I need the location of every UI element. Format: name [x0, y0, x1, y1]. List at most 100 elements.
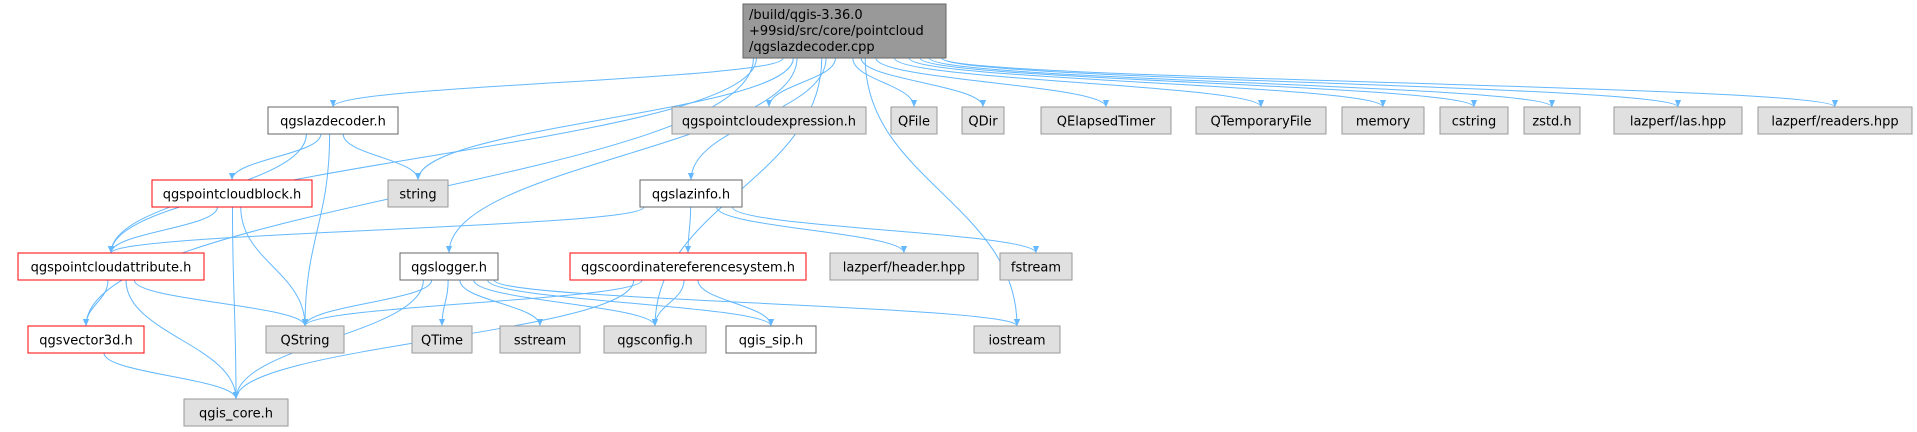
iostream-label: iostream	[988, 334, 1045, 349]
zstd-label: zstd.h	[1532, 115, 1571, 130]
node-sip[interactable]: qgis_sip.h	[725, 325, 817, 354]
header-box	[829, 252, 979, 281]
edge-block-to-core	[231, 206, 240, 400]
edge-crs-to-sip	[697, 279, 775, 327]
readers-box	[1757, 106, 1913, 135]
las-box	[1613, 106, 1743, 135]
edge-lazinfo-to-crs	[684, 206, 692, 254]
sip-box	[725, 325, 817, 354]
node-qfile[interactable]: QFile	[890, 106, 938, 135]
sstream-label: sstream	[514, 334, 566, 349]
config-box	[603, 325, 707, 354]
lazdecoderh-box	[267, 106, 399, 135]
qelapsed-box	[1040, 106, 1172, 135]
lazinfo-box	[639, 179, 743, 208]
edge-logger-to-sip	[487, 279, 775, 327]
node-cstring[interactable]: cstring	[1439, 106, 1509, 135]
edge-root-to-qfile	[852, 57, 918, 108]
attr-label: qgspointcloudattribute.h	[31, 261, 192, 276]
attr-box	[17, 252, 205, 281]
edge-root-to-memory	[908, 57, 1387, 108]
root-line-3: /qgslazdecoder.cpp	[749, 40, 875, 55]
node-vector3d[interactable]: qgsvector3d.h	[27, 325, 145, 354]
edge-vector3d-to-core	[103, 352, 240, 400]
fstream-label: fstream	[1011, 261, 1061, 276]
core-box	[183, 398, 289, 427]
node-core[interactable]: qgis_core.h	[183, 398, 289, 427]
config-label: qgsconfig.h	[617, 334, 692, 349]
header-label: lazperf/header.hpp	[843, 261, 965, 276]
edge-root-to-qtemp	[893, 57, 1265, 108]
edge-attr-to-qstring	[133, 279, 309, 327]
node-memory[interactable]: memory	[1341, 106, 1425, 135]
edge-lazinfo-to-header	[716, 206, 908, 254]
iostream-box	[973, 325, 1061, 354]
node-iostream[interactable]: iostream	[973, 325, 1061, 354]
las-label: lazperf/las.hpp	[1630, 115, 1726, 130]
node-qstring[interactable]: QString	[265, 325, 345, 354]
edge-root-to-logger	[445, 57, 798, 254]
expr-box	[671, 106, 867, 135]
edge-root-to-expr	[765, 57, 836, 108]
edge-root-to-qelapsed	[875, 57, 1110, 108]
node-root[interactable]: /build/qgis-3.36.0 +99sid/src/core/point…	[742, 3, 947, 59]
dependency-nodes: /build/qgis-3.36.0 +99sid/src/core/point…	[17, 3, 1913, 427]
string-label: string	[399, 188, 436, 203]
crs-box	[569, 252, 807, 281]
root-line-1: /build/qgis-3.36.0	[749, 8, 863, 23]
edge-logger-to-iostream	[493, 279, 1021, 327]
edge-lazinfo-to-fstream	[731, 206, 1040, 254]
cstring-label: cstring	[1452, 115, 1496, 130]
node-attr[interactable]: qgspointcloudattribute.h	[17, 252, 205, 281]
node-expr[interactable]: qgspointcloudexpression.h	[671, 106, 867, 135]
node-config[interactable]: qgsconfig.h	[603, 325, 707, 354]
edge-root-to-qdir	[860, 57, 987, 108]
lazdecoderh-label: qgslazdecoder.h	[280, 115, 386, 130]
edge-crs-to-qstring	[301, 279, 643, 327]
logger-label: qgslogger.h	[411, 261, 487, 276]
qtime-box	[411, 325, 473, 354]
edge-attr-to-core	[125, 279, 240, 400]
crs-label: qgscoordinatereferencesystem.h	[581, 261, 795, 276]
node-zstd[interactable]: zstd.h	[1523, 106, 1581, 135]
node-sstream[interactable]: sstream	[499, 325, 581, 354]
edge-lazdecoderh-to-block	[228, 133, 322, 181]
vector3d-box	[27, 325, 145, 354]
node-block[interactable]: qgspointcloudblock.h	[151, 179, 313, 208]
qfile-label: QFile	[898, 115, 930, 130]
edge-lazdecoderh-to-string	[342, 133, 422, 181]
qstring-label: QString	[280, 334, 329, 349]
edge-root-to-las	[941, 57, 1681, 108]
node-string[interactable]: string	[387, 179, 449, 208]
edge-root-to-attr	[107, 57, 757, 254]
memory-box	[1341, 106, 1425, 135]
qstring-box	[265, 325, 345, 354]
root-line-2: +99sid/src/core/pointcloud	[749, 24, 924, 39]
node-lazdecoderh[interactable]: qgslazdecoder.h	[267, 106, 399, 135]
edge-lazinfo-to-attr	[107, 206, 645, 254]
memory-label: memory	[1356, 115, 1411, 130]
edge-root-to-string	[414, 57, 794, 181]
edge-lazdecoderh-to-qstring	[301, 133, 331, 327]
node-las[interactable]: lazperf/las.hpp	[1613, 106, 1743, 135]
node-readers[interactable]: lazperf/readers.hpp	[1757, 106, 1913, 135]
qtime-label: QTime	[421, 334, 463, 349]
node-header[interactable]: lazperf/header.hpp	[829, 252, 979, 281]
zstd-box	[1523, 106, 1581, 135]
node-qdir[interactable]: QDir	[961, 106, 1005, 135]
edge-root-to-cstring	[919, 57, 1478, 108]
node-qelapsed[interactable]: QElapsedTimer	[1040, 106, 1172, 135]
node-crs[interactable]: qgscoordinatereferencesystem.h	[569, 252, 807, 281]
edge-block-to-qstring	[240, 206, 309, 327]
edge-root-to-zstd	[928, 57, 1555, 108]
edge-crs-to-config	[651, 279, 685, 327]
node-qtemp[interactable]: QTemporaryFile	[1195, 106, 1327, 135]
node-logger[interactable]: qgslogger.h	[399, 252, 499, 281]
node-lazinfo[interactable]: qgslazinfo.h	[639, 179, 743, 208]
node-qtime[interactable]: QTime	[411, 325, 473, 354]
readers-label: lazperf/readers.hpp	[1771, 115, 1898, 130]
qfile-box	[890, 106, 938, 135]
qdir-box	[961, 106, 1005, 135]
node-fstream[interactable]: fstream	[999, 252, 1073, 281]
sip-label: qgis_sip.h	[739, 334, 803, 349]
